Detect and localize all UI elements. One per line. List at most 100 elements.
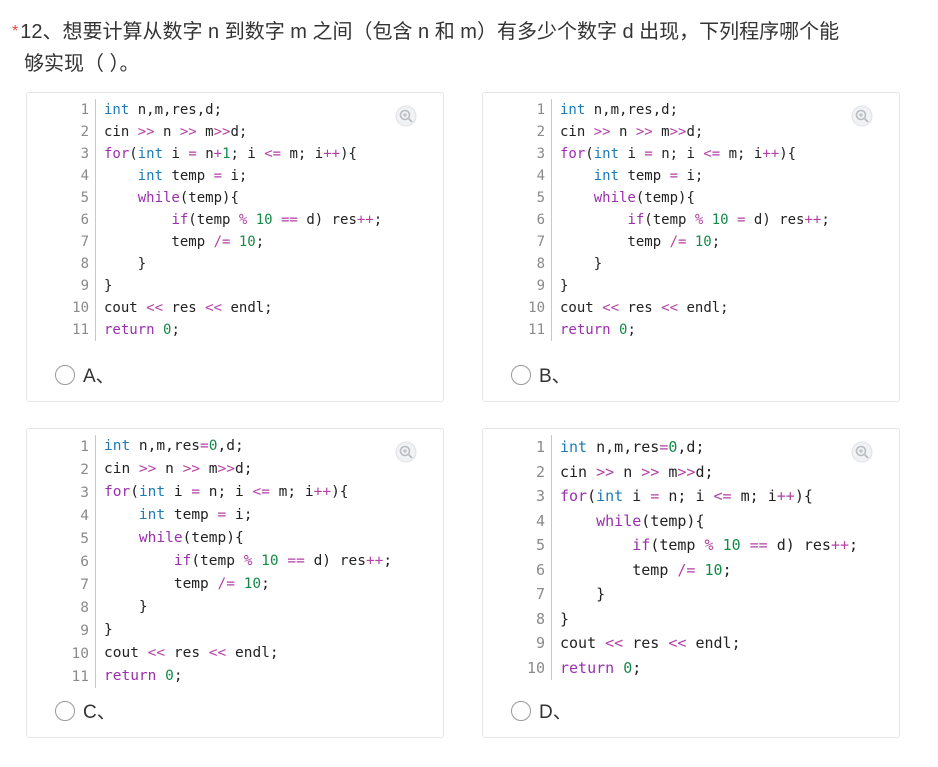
code-text: int temp = i; — [95, 165, 247, 187]
code-text: return 0; — [551, 655, 641, 680]
line-number: 1 — [536, 102, 545, 118]
radio-button[interactable] — [55, 364, 75, 385]
code-line: 5 while(temp){ — [27, 527, 443, 550]
line-number: 8 — [80, 256, 89, 272]
code-text: for(int i = n+1; i <= m; i++){ — [95, 143, 357, 165]
code-line: 5 while(temp){ — [27, 187, 443, 209]
line-number: 8 — [536, 256, 545, 272]
line-number: 6 — [80, 553, 89, 570]
code-text: temp /= 10; — [95, 573, 270, 596]
line-number: 3 — [80, 146, 89, 162]
code-text: } — [551, 582, 605, 607]
question-text: *12、想要计算从数字 n 到数字 m 之间（包含 n 和 m）有多少个数字 d… — [12, 16, 912, 80]
line-number: 10 — [526, 658, 545, 677]
code-line: 2 cin >> n >> m>>d; — [483, 459, 899, 484]
code-line: 9} — [483, 275, 899, 297]
code-line: 8} — [483, 606, 899, 631]
code-text: } — [551, 275, 568, 297]
code-line: 7 temp /= 10; — [27, 231, 443, 253]
code-text: while(temp){ — [95, 527, 244, 550]
code-text: int n,m,res=0,d; — [95, 435, 244, 458]
code-text: if(temp % 10 == d) res++; — [551, 533, 858, 558]
code-text: temp /= 10; — [551, 231, 720, 253]
code-line: 4 int temp = i; — [27, 165, 443, 187]
code-text: for(int i = n; i <= m; i++){ — [551, 484, 813, 509]
zoom-in-icon[interactable] — [395, 441, 417, 463]
code-text: if(temp % 10 == d) res++; — [95, 209, 382, 231]
code-line: 10 return 0; — [483, 655, 899, 680]
code-text: cin >> n >> m>>d; — [95, 121, 247, 143]
line-number: 4 — [535, 511, 545, 530]
option-label[interactable]: B、 — [539, 366, 571, 387]
code-text: } — [95, 596, 148, 619]
code-text: cin >> n >> m>>d; — [551, 459, 714, 484]
option-d-radio-group[interactable]: D、 — [511, 697, 572, 724]
line-number: 6 — [535, 560, 545, 579]
code-text: while(temp){ — [551, 508, 705, 533]
zoom-in-icon[interactable] — [851, 441, 873, 463]
code-line: 9} — [27, 619, 443, 642]
line-number: 11 — [71, 668, 89, 685]
code-line: 11 return 0; — [483, 319, 899, 341]
line-number: 9 — [80, 278, 89, 294]
option-label[interactable]: C、 — [83, 702, 116, 723]
code-text: if(temp % 10 == d) res++; — [95, 550, 392, 573]
code-text: return 0; — [95, 319, 180, 341]
code-line: 3 for(int i = n+1; i <= m; i++){ — [27, 143, 443, 165]
code-line: 1 int n,m,res=0,d; — [27, 435, 443, 458]
line-number: 2 — [535, 462, 545, 481]
line-number: 10 — [72, 300, 89, 316]
code-line: 8 } — [27, 596, 443, 619]
line-number: 11 — [528, 322, 545, 338]
line-number: 7 — [536, 234, 545, 250]
code-text: } — [551, 606, 569, 631]
code-line: 8 } — [483, 253, 899, 275]
option-c-radio-group[interactable]: C、 — [55, 697, 116, 724]
code-text: int n,m,res,d; — [95, 99, 222, 121]
line-number: 6 — [80, 212, 89, 228]
radio-button[interactable] — [511, 700, 531, 721]
code-text: return 0; — [95, 665, 183, 688]
code-line: 5 while(temp){ — [483, 187, 899, 209]
option-b-radio-group[interactable]: B、 — [511, 361, 571, 388]
line-number: 7 — [80, 576, 89, 593]
line-number: 9 — [536, 278, 545, 294]
code-line: 4 while(temp){ — [483, 508, 899, 533]
line-number: 6 — [536, 212, 545, 228]
line-number: 4 — [80, 168, 89, 184]
radio-button[interactable] — [511, 364, 531, 385]
code-text: temp /= 10; — [95, 231, 264, 253]
option-label[interactable]: D、 — [539, 702, 572, 723]
code-text: } — [551, 253, 602, 275]
code-text: cin >> n >> m>>d; — [551, 121, 703, 143]
line-number: 7 — [80, 234, 89, 250]
zoom-in-icon[interactable] — [851, 105, 873, 127]
line-number: 5 — [535, 536, 545, 555]
question-line-2: 够实现（ ）。 — [24, 53, 140, 75]
code-text: cin >> n >> m>>d; — [95, 458, 252, 481]
code-line: 7 temp /= 10; — [483, 231, 899, 253]
option-label[interactable]: A、 — [83, 366, 115, 387]
line-number: 5 — [80, 190, 89, 206]
line-number: 1 — [80, 438, 89, 455]
radio-button[interactable] — [55, 700, 75, 721]
code-text: return 0; — [551, 319, 636, 341]
zoom-in-icon[interactable] — [395, 105, 417, 127]
code-text: int n,m,res=0,d; — [551, 435, 705, 460]
line-number: 3 — [535, 487, 545, 506]
code-text: cout << res << endl; — [551, 631, 741, 656]
option-a-radio-group[interactable]: A、 — [55, 361, 115, 388]
